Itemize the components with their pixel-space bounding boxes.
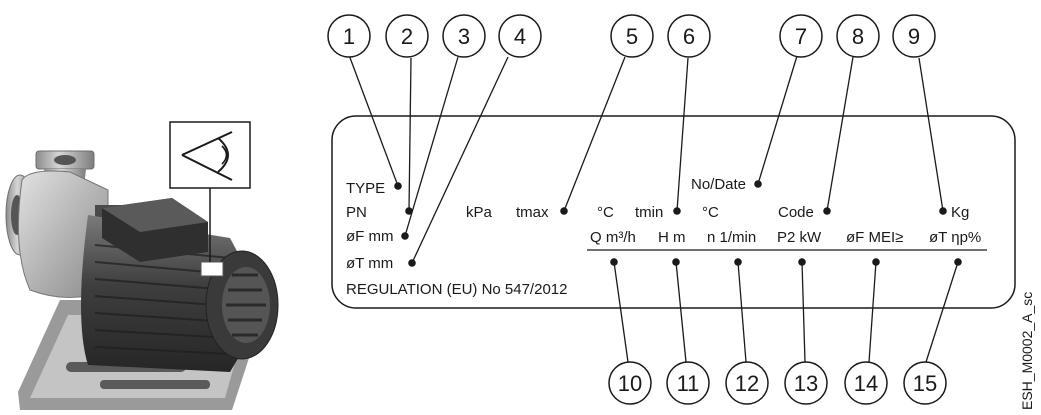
leader-15 xyxy=(925,261,959,363)
callout-6: 6 xyxy=(683,24,695,49)
of-mm-label: øF mm xyxy=(346,228,393,245)
pn-label: PN xyxy=(346,204,367,221)
top-callouts: 1 2 3 4 5 6 7 8 9 xyxy=(327,14,936,58)
callout-1: 1 xyxy=(343,24,355,49)
callout-2: 2 xyxy=(401,24,413,49)
callout-7: 7 xyxy=(795,24,807,49)
bottom-callouts: 10 11 12 13 14 15 xyxy=(608,361,947,405)
leader-11 xyxy=(675,261,687,363)
ot-mm-label: øT mm xyxy=(346,255,393,272)
callout-8-circle xyxy=(836,14,880,58)
callout-14: 14 xyxy=(854,371,878,396)
tmax-unit: °C xyxy=(597,204,614,221)
callout-6-circle xyxy=(667,14,711,58)
leader-1 xyxy=(348,54,399,187)
leader-8 xyxy=(826,56,854,212)
tmin-label: tmin xyxy=(635,204,663,221)
callout-9: 9 xyxy=(908,24,920,49)
callout-15-circle xyxy=(903,361,947,405)
callout-5-circle xyxy=(610,14,654,58)
callout-1-circle xyxy=(327,14,371,58)
tmax-label: tmax xyxy=(516,204,549,221)
no-date-label: No/Date xyxy=(691,176,746,193)
callout-15: 15 xyxy=(913,371,937,396)
callout-3: 3 xyxy=(458,24,470,49)
of-mei-label: øF MEI≥ xyxy=(846,229,903,246)
leader-10 xyxy=(613,261,629,363)
leader-3 xyxy=(404,56,459,237)
callout-12-circle xyxy=(725,361,769,405)
eye-view-icon xyxy=(169,121,251,262)
callout-11: 11 xyxy=(677,371,700,396)
leader-4 xyxy=(411,56,509,264)
leader-9 xyxy=(918,57,944,212)
callout-11-circle xyxy=(666,361,710,405)
ot-eta-label: øT ηp% xyxy=(929,229,981,246)
callout-13-circle xyxy=(784,361,828,405)
leader-12 xyxy=(737,261,747,363)
nameplate-outline xyxy=(331,115,1016,309)
callout-7-circle xyxy=(779,14,823,58)
code-label: Code xyxy=(778,204,814,221)
callout-3-circle xyxy=(442,14,486,58)
callout-10-circle xyxy=(608,361,652,405)
p2-label: P2 kW xyxy=(777,229,822,246)
q-label: Q m³/h xyxy=(590,229,636,246)
leader-5 xyxy=(563,56,626,212)
leader-6 xyxy=(676,57,689,212)
callout-12: 12 xyxy=(735,371,759,396)
callout-9-circle xyxy=(892,14,936,58)
type-label: TYPE xyxy=(346,180,385,197)
leader-14 xyxy=(868,261,877,363)
regulation-label: REGULATION (EU) No 547/2012 xyxy=(346,281,567,298)
callout-2-circle xyxy=(385,14,429,58)
callout-14-circle xyxy=(844,361,888,405)
callout-4: 4 xyxy=(514,24,526,49)
leader-13 xyxy=(801,261,806,363)
tmin-unit: °C xyxy=(702,204,719,221)
callout-4-circle xyxy=(498,14,542,58)
h-label: H m xyxy=(658,229,686,246)
reference-code: ESH_M0002_A_sc xyxy=(1019,292,1035,410)
n-label: n 1/min xyxy=(707,229,756,246)
pump-with-motor-icon xyxy=(5,150,279,410)
leader-7 xyxy=(757,55,798,185)
plate-labels: TYPE PN kPa tmax °C tmin °C No/Date Code… xyxy=(346,176,981,298)
kpa-label: kPa xyxy=(466,204,493,221)
callout-5: 5 xyxy=(626,24,638,49)
kg-label: Kg xyxy=(951,204,969,221)
leader-2 xyxy=(408,57,412,212)
leader-lines xyxy=(348,54,959,363)
callout-13: 13 xyxy=(794,371,818,396)
callout-8: 8 xyxy=(852,24,864,49)
callout-10: 10 xyxy=(618,371,642,396)
